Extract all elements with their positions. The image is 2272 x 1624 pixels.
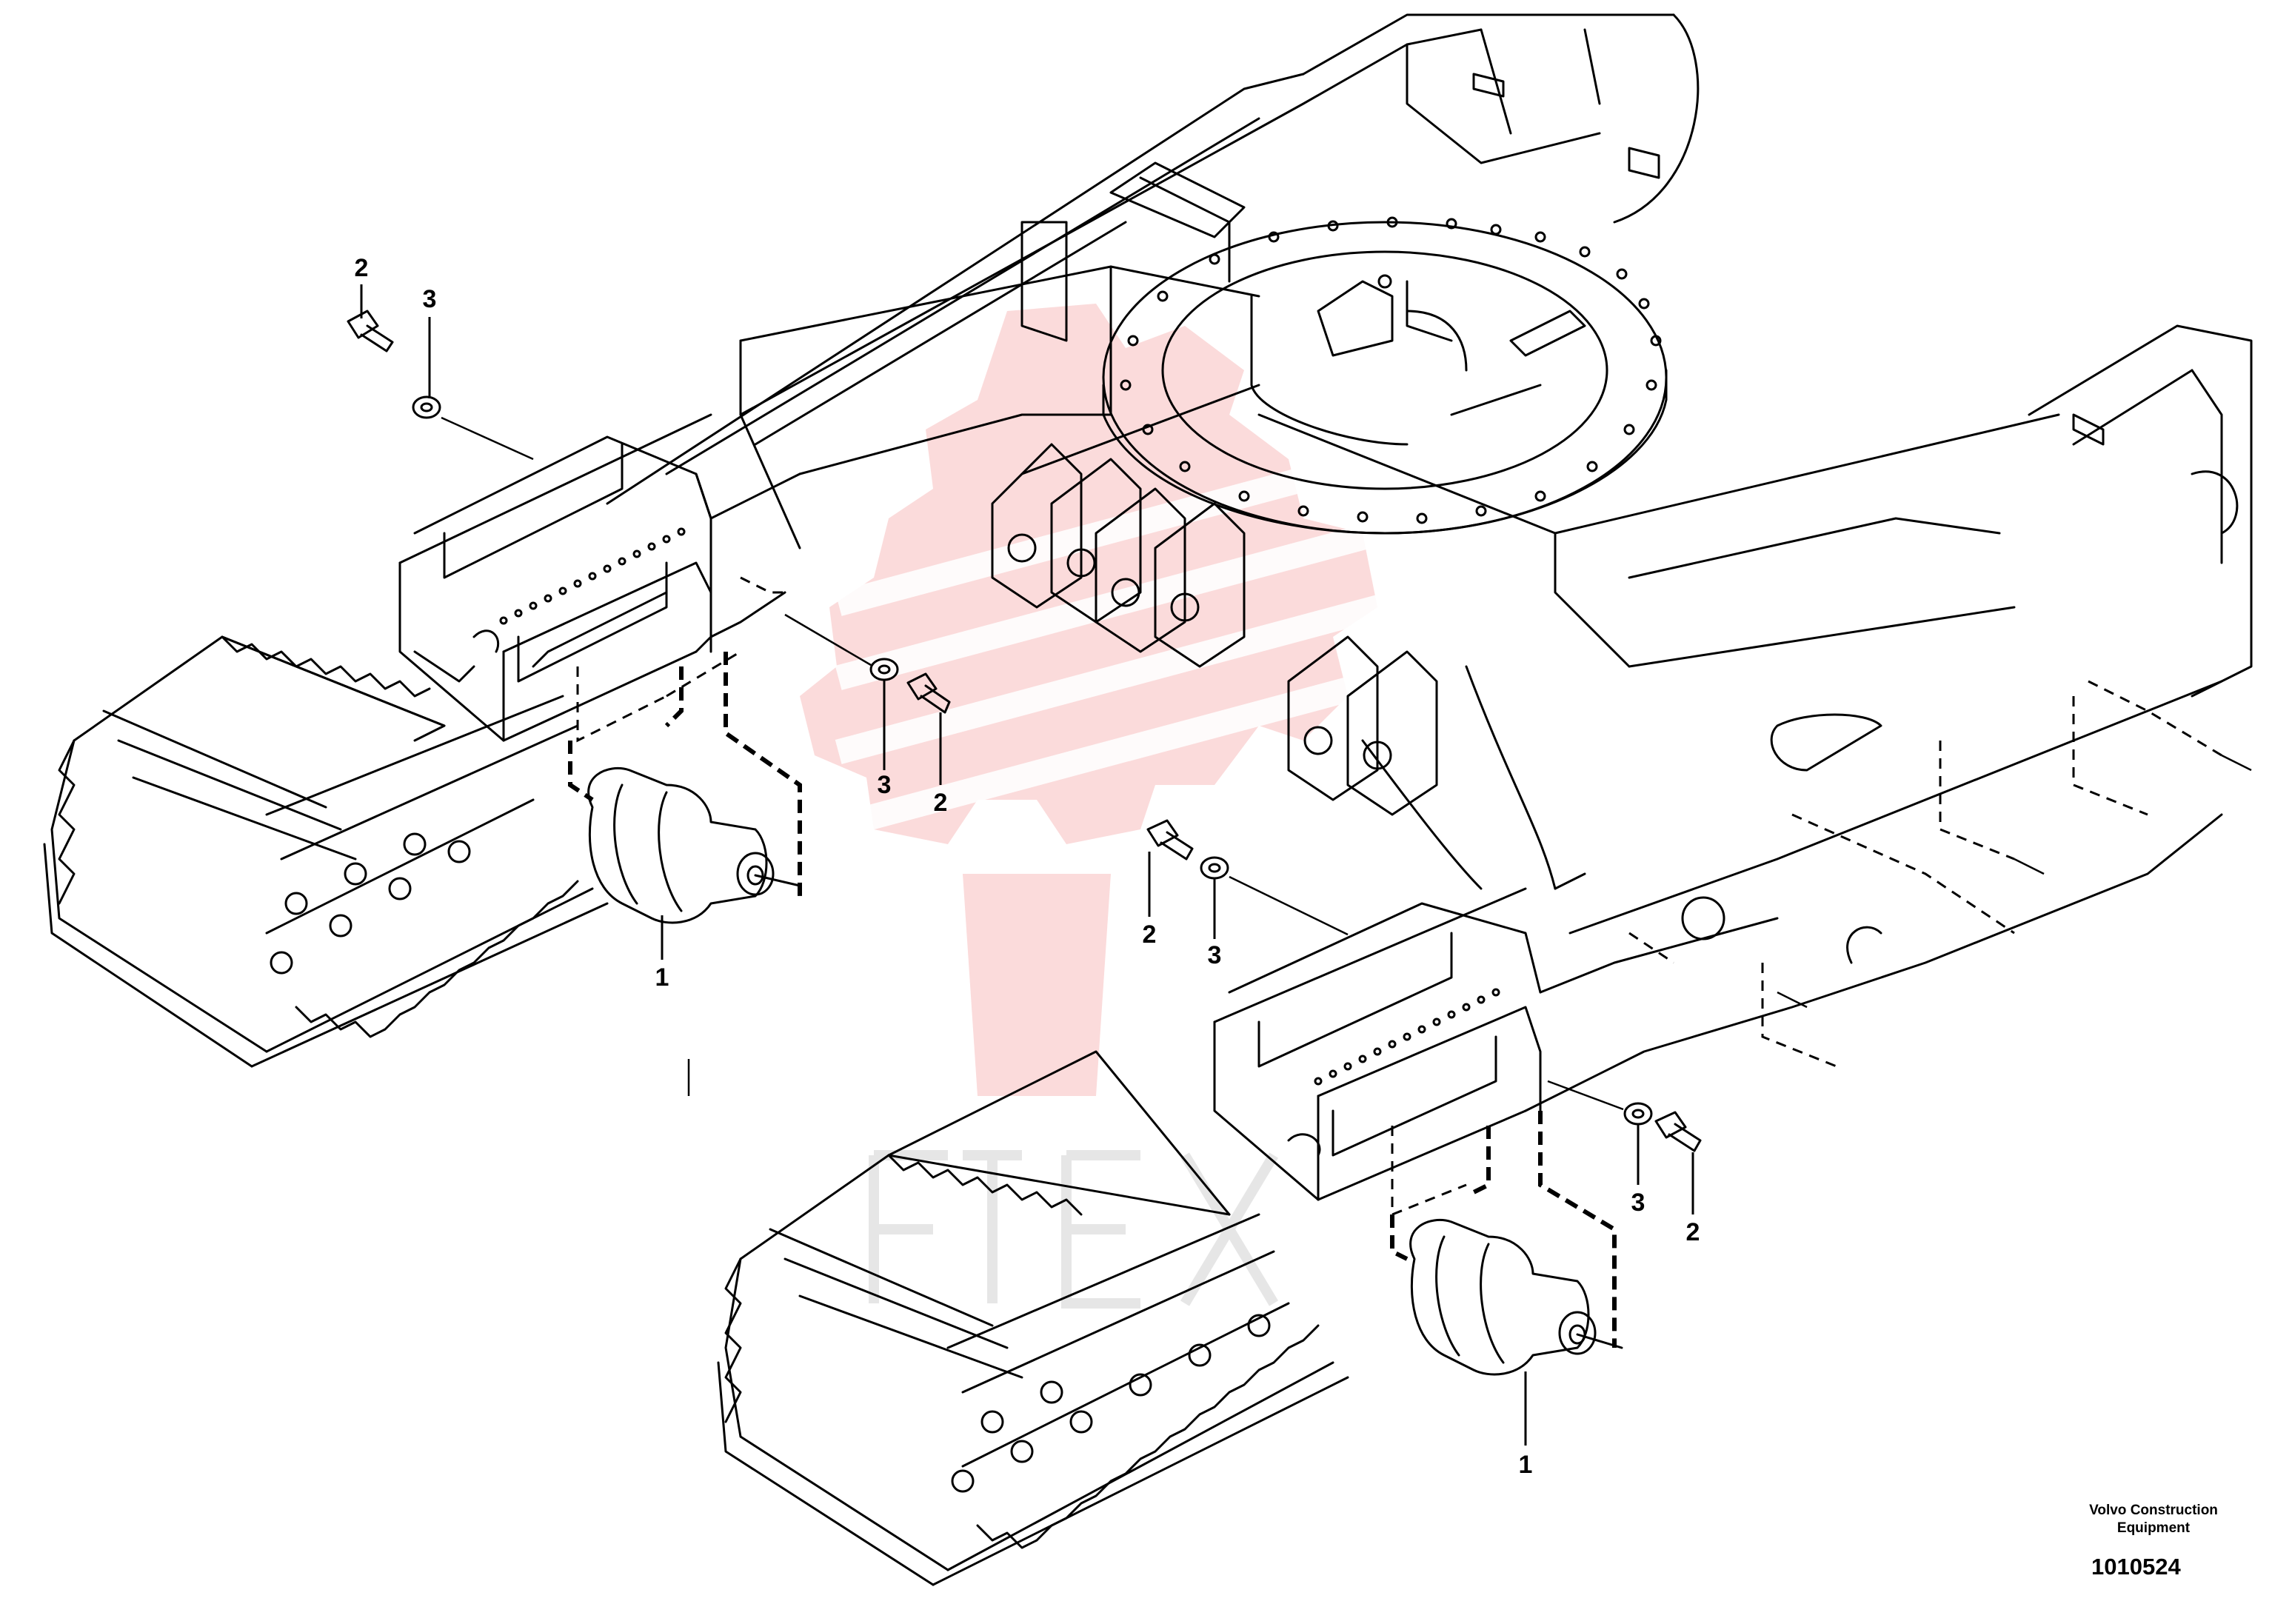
callout-2-bolt: 2 <box>933 789 948 817</box>
callout-3-washer: 3 <box>1207 941 1222 969</box>
right-track-chain <box>717 1050 1349 1586</box>
callout-2-bolt: 2 <box>1142 920 1157 949</box>
figure-number: 1010524 <box>2091 1554 2181 1580</box>
center-frame <box>739 265 2060 890</box>
left-track-chain <box>43 635 609 1068</box>
credit-line-1: Volvo Construction <box>2089 1503 2218 1518</box>
callout-2-bolt: 2 <box>354 254 369 282</box>
watermark-stripes <box>835 446 1386 838</box>
watermark-text-shapes <box>869 1150 1279 1309</box>
install-dashed-lines-heavy <box>568 652 1617 1348</box>
bolt-icon-right <box>1654 1111 1702 1152</box>
callout-3-washer: 3 <box>1631 1189 1645 1217</box>
bolt-icon <box>347 310 394 352</box>
right-track-frame <box>1213 680 2223 1201</box>
bottom-roller-icon <box>587 766 801 924</box>
callout-1-roller: 1 <box>655 963 669 992</box>
left-track-frame <box>398 413 801 742</box>
bottom-roller-icon-right <box>1409 1218 1623 1376</box>
assembly-lines <box>441 416 1624 1111</box>
callout-2-bolt: 2 <box>1685 1218 1700 1246</box>
publisher-credit: Volvo Construction Equipment <box>2065 1502 2242 1537</box>
upper-frame <box>606 13 2253 698</box>
callout-1-roller: 1 <box>1518 1451 1533 1479</box>
leader-lines <box>360 284 1694 1446</box>
bolt-icon-center <box>1146 819 1194 861</box>
credit-line-2: Equipment <box>2116 1520 2191 1536</box>
bolt-icon-mid <box>906 672 951 714</box>
swing-bearing-ring <box>1102 216 1668 535</box>
callout-3-washer: 3 <box>422 285 437 313</box>
callout-3-washer: 3 <box>877 771 892 799</box>
centerline-dashes <box>1777 754 2252 1009</box>
install-dashed-lines <box>576 576 2222 1217</box>
